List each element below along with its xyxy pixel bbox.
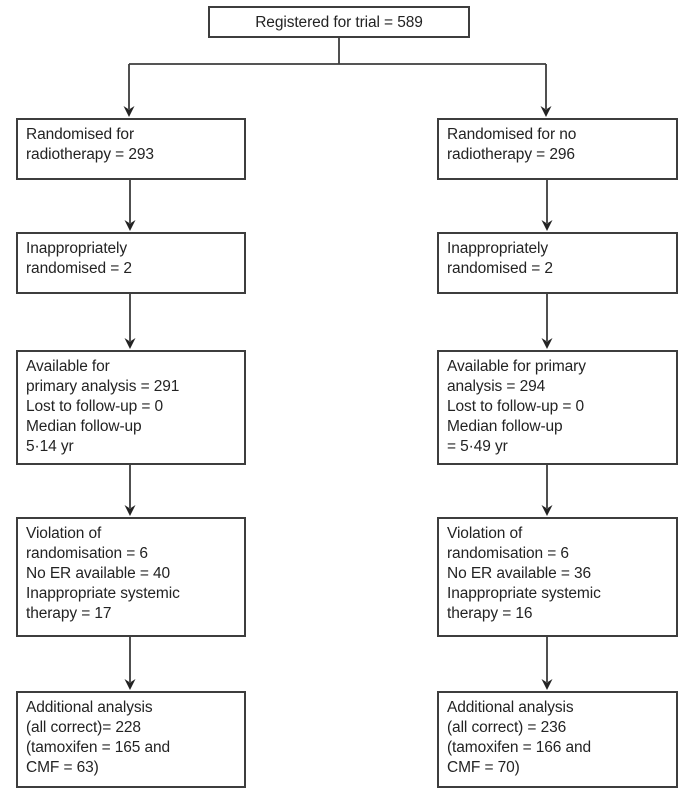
box-left-violations: Violation of randomisation = 6 No ER ava… (16, 517, 246, 637)
box-left-available-primary-analysis: Available for primary analysis = 291 Los… (16, 350, 246, 465)
arrowhead-right-3 (541, 505, 553, 516)
arrowhead-left-1 (124, 220, 136, 231)
box-right-violations: Violation of randomisation = 6 No ER ava… (437, 517, 678, 637)
box-right-inappropriately-randomised: Inappropriately randomised = 2 (437, 232, 678, 294)
arrowhead-left-2 (124, 338, 136, 349)
arrowhead-left-drop (123, 106, 135, 117)
arrowhead-left-3 (124, 505, 136, 516)
box-left-additional-analysis: Additional analysis (all correct)= 228 (… (16, 691, 246, 788)
box-right-available-primary-analysis: Available for primary analysis = 294 Los… (437, 350, 678, 465)
arrowhead-right-4 (541, 679, 553, 690)
box-left-inappropriately-randomised: Inappropriately randomised = 2 (16, 232, 246, 294)
box-registered-total: Registered for trial = 589 (208, 6, 470, 38)
box-left-randomised-radiotherapy: Randomised for radiotherapy = 293 (16, 118, 246, 180)
arrowhead-right-2 (541, 338, 553, 349)
arrowhead-right-1 (541, 220, 553, 231)
box-right-randomised-no-radiotherapy: Randomised for no radiotherapy = 296 (437, 118, 678, 180)
arrowhead-right-drop (540, 106, 552, 117)
arrowhead-left-4 (124, 679, 136, 690)
box-right-additional-analysis: Additional analysis (all correct) = 236 … (437, 691, 678, 788)
